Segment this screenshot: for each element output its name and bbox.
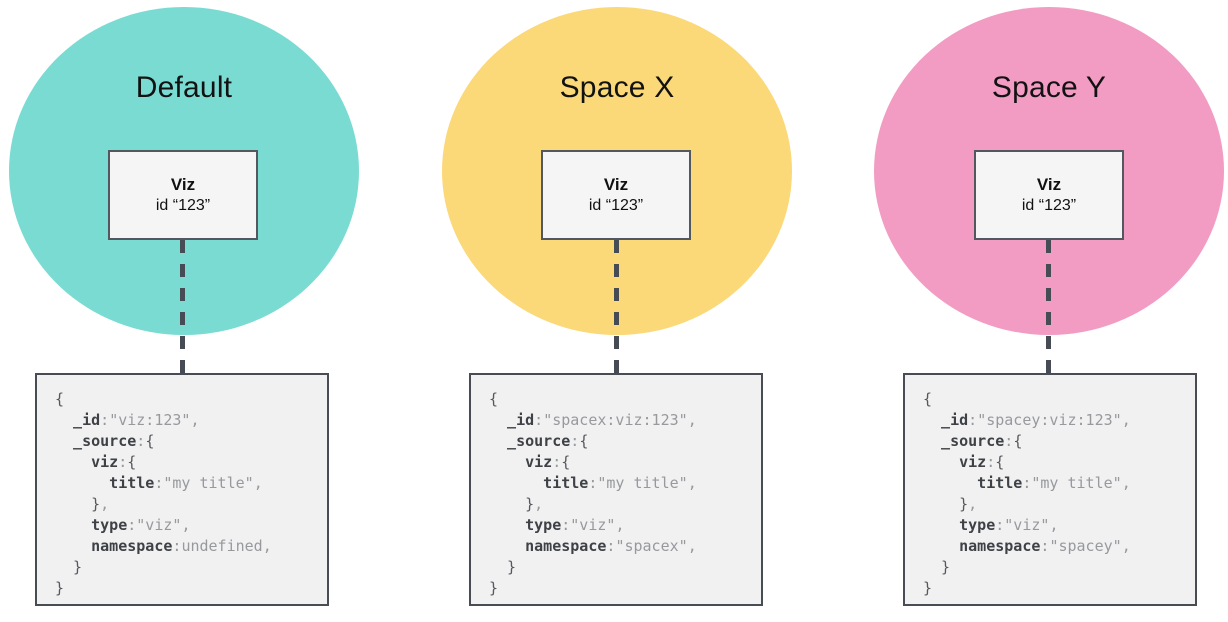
code-line: viz:{ xyxy=(489,453,571,471)
code-line: _source:{ xyxy=(55,432,155,450)
code-line: }, xyxy=(55,495,110,513)
viz-object-id: id “123” xyxy=(155,197,211,214)
code-line: _id:"viz:123", xyxy=(55,411,200,429)
saved-object-doc-spacex: { _id:"spacex:viz:123", _source:{ viz:{ … xyxy=(469,373,763,606)
code-line: namespace:undefined, xyxy=(55,537,272,555)
viz-object-box-default: Viz id “123” xyxy=(108,150,258,240)
space-title-spacex: Space X xyxy=(559,71,675,104)
code-line: } xyxy=(489,579,499,597)
viz-object-label: Viz xyxy=(603,175,629,194)
connector-dashed-line-spacey xyxy=(1046,240,1051,373)
viz-object-label: Viz xyxy=(170,175,196,194)
code-line: _source:{ xyxy=(489,432,589,450)
viz-object-id: id “123” xyxy=(588,197,644,214)
code-line: type:"viz", xyxy=(489,516,625,534)
code-line: }, xyxy=(923,495,978,513)
code-line: _id:"spacey:viz:123", xyxy=(923,411,1131,429)
code-line: } xyxy=(923,558,951,576)
viz-object-box-spacey: Viz id “123” xyxy=(974,150,1124,240)
code-line: type:"viz", xyxy=(923,516,1059,534)
connector-dashed-line-default xyxy=(180,240,185,373)
code-line: namespace:"spacey", xyxy=(923,537,1131,555)
code-line: { xyxy=(923,390,933,408)
code-line: _source:{ xyxy=(923,432,1023,450)
code-line: title:"my title", xyxy=(489,474,697,492)
saved-object-doc-default: { _id:"viz:123", _source:{ viz:{ title:"… xyxy=(35,373,329,606)
code-line: title:"my title", xyxy=(923,474,1131,492)
code-line: _id:"spacex:viz:123", xyxy=(489,411,697,429)
code-line: } xyxy=(55,558,83,576)
code-line: }, xyxy=(489,495,544,513)
space-title-default: Default xyxy=(135,71,233,104)
code-line: viz:{ xyxy=(923,453,1005,471)
code-line: } xyxy=(55,579,65,597)
code-line: viz:{ xyxy=(55,453,137,471)
connector-dashed-line-spacex xyxy=(614,240,619,373)
viz-object-id: id “123” xyxy=(1021,197,1077,214)
viz-object-label: Viz xyxy=(1036,175,1062,194)
code-line: { xyxy=(55,390,65,408)
code-line: type:"viz", xyxy=(55,516,191,534)
code-line: { xyxy=(489,390,499,408)
code-line: namespace:"spacex", xyxy=(489,537,697,555)
viz-object-box-spacex: Viz id “123” xyxy=(541,150,691,240)
code-line: title:"my title", xyxy=(55,474,263,492)
code-line: } xyxy=(923,579,933,597)
saved-object-doc-spacey: { _id:"spacey:viz:123", _source:{ viz:{ … xyxy=(903,373,1197,606)
code-line: } xyxy=(489,558,517,576)
space-title-spacey: Space Y xyxy=(991,71,1107,104)
